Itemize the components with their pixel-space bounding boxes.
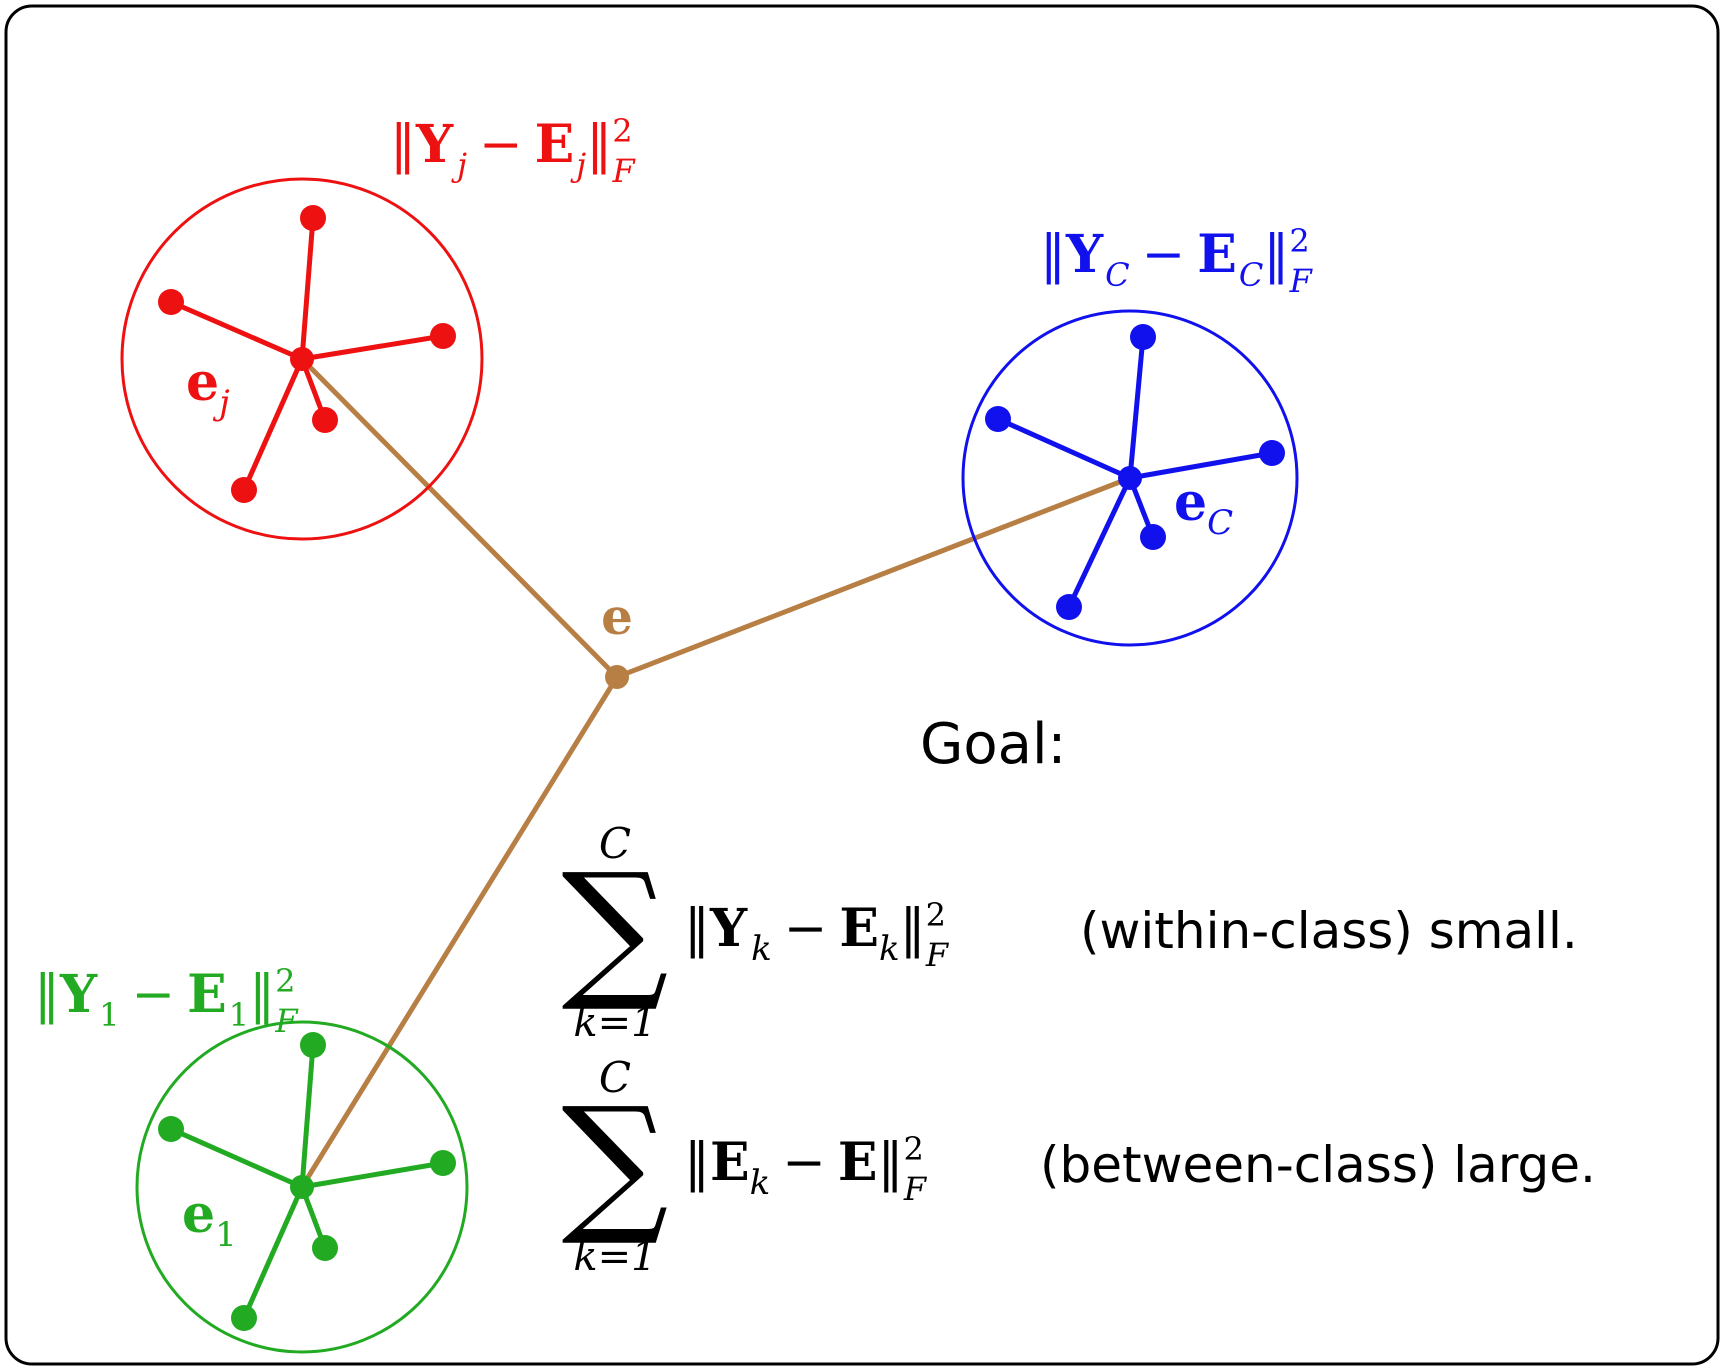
between-A: E xyxy=(710,1132,750,1193)
class-C-spoke xyxy=(996,416,1132,481)
within-sum-symbol: ∑ xyxy=(561,842,668,1016)
frame-border xyxy=(4,4,1720,1366)
within-B: E xyxy=(839,898,879,959)
norm-j-sup: 2 xyxy=(612,112,632,150)
norm-C-E: E xyxy=(1197,224,1237,285)
norm-j-Y: Y xyxy=(415,114,454,175)
mean-C-base: e xyxy=(1174,472,1207,533)
global-center-label: e xyxy=(601,587,633,646)
norm-C-Esub: C xyxy=(1239,256,1263,294)
between-B: E xyxy=(838,1132,878,1193)
within-text: (within-class) small. xyxy=(1080,902,1578,960)
between-sum-symbol: ∑ xyxy=(561,1076,668,1250)
class-1-cluster xyxy=(135,1020,469,1354)
norm-j-Ysub: j xyxy=(451,146,467,184)
class-j-spoke xyxy=(170,299,303,362)
class-1-spoke xyxy=(169,1126,304,1190)
class-1-mean-label: e1 xyxy=(182,1184,237,1255)
within-sub: F xyxy=(925,936,950,974)
norm-1-sup: 2 xyxy=(275,962,295,1000)
mean-1-base: e xyxy=(182,1184,215,1245)
class-C-cluster xyxy=(961,309,1299,647)
class-1-sample-point xyxy=(430,1150,456,1176)
norm-1-sub: F xyxy=(274,1002,299,1040)
class-j-sample-point xyxy=(312,407,338,433)
class-C-sample-point xyxy=(1259,440,1285,466)
mean-1-sub: 1 xyxy=(215,1215,237,1255)
class-C-spoke xyxy=(1127,336,1146,479)
within-Asub: k xyxy=(751,929,772,969)
within-sup: 2 xyxy=(926,896,946,934)
class-j-boundary xyxy=(120,177,484,541)
class-C-boundary xyxy=(961,309,1299,647)
between-sup: 2 xyxy=(903,1130,923,1168)
between-sum-lower: k=1 xyxy=(573,1234,656,1280)
class-j-cluster xyxy=(120,177,484,541)
within-Bsub: k xyxy=(879,929,900,969)
class-1-sample-point xyxy=(300,1032,326,1058)
norm-j-sub: F xyxy=(612,152,637,190)
edge-to-mean-j xyxy=(300,357,619,679)
class-1-sample-point xyxy=(158,1116,184,1142)
class-C-sample-point xyxy=(985,406,1011,432)
mean-C-sub: C xyxy=(1207,503,1233,543)
global-center-point xyxy=(605,665,629,689)
class-C-spoke xyxy=(1129,450,1273,481)
class-1-spoke xyxy=(299,1044,316,1188)
norm-1-E: E xyxy=(187,964,227,1025)
goal-heading: Goal: xyxy=(920,712,1066,777)
class-1-spoke xyxy=(241,1185,305,1320)
class-j-sample-point xyxy=(300,205,326,231)
between-Asub: k xyxy=(750,1163,771,1203)
norm-j-E: E xyxy=(535,114,575,175)
class-C-mean-label: eC xyxy=(1174,472,1233,543)
class-1-mean-point xyxy=(290,1175,314,1199)
class-j-mean-label: ej xyxy=(186,352,230,423)
norm-1-Y: Y xyxy=(59,964,98,1025)
class-C-mean-point xyxy=(1118,466,1142,490)
within-sum-upper: C xyxy=(599,819,631,868)
class-C-sample-point xyxy=(1056,594,1082,620)
between-text: (between-class) large. xyxy=(1040,1136,1596,1194)
mean-j-base: e xyxy=(186,352,219,413)
between-sum-upper: C xyxy=(599,1053,631,1102)
edge-to-mean-C xyxy=(616,475,1131,680)
within-A: Y xyxy=(709,898,748,959)
class-C-sample-point xyxy=(1140,524,1166,550)
norm-1-Esub: 1 xyxy=(229,996,249,1034)
between-sub: F xyxy=(903,1170,928,1208)
norm-C-sub: F xyxy=(1289,262,1314,300)
class-C-spoke xyxy=(1066,476,1133,609)
class-1-sample-point xyxy=(231,1305,257,1331)
norm-C-Ysub: C xyxy=(1105,256,1129,294)
class-j-sample-point xyxy=(231,477,257,503)
edge-to-mean-1 xyxy=(299,675,620,1189)
norm-C-Y: Y xyxy=(1065,224,1104,285)
class-j-mean-point xyxy=(290,347,314,371)
norm-1-Ysub: 1 xyxy=(99,996,119,1034)
class-1-sample-point xyxy=(312,1235,338,1261)
class-C-sample-point xyxy=(1130,324,1156,350)
within-sum-lower: k=1 xyxy=(573,1000,656,1046)
class-1-boundary xyxy=(135,1020,469,1354)
class-j-spoke xyxy=(241,357,305,492)
class-j-spoke xyxy=(299,217,316,360)
norm-C-sup: 2 xyxy=(1289,222,1309,260)
class-1-spoke xyxy=(301,1160,444,1190)
class-j-sample-point xyxy=(430,323,456,349)
class-j-sample-point xyxy=(158,289,184,315)
between-class-edges xyxy=(299,357,1131,1189)
class-j-spoke xyxy=(301,333,444,362)
